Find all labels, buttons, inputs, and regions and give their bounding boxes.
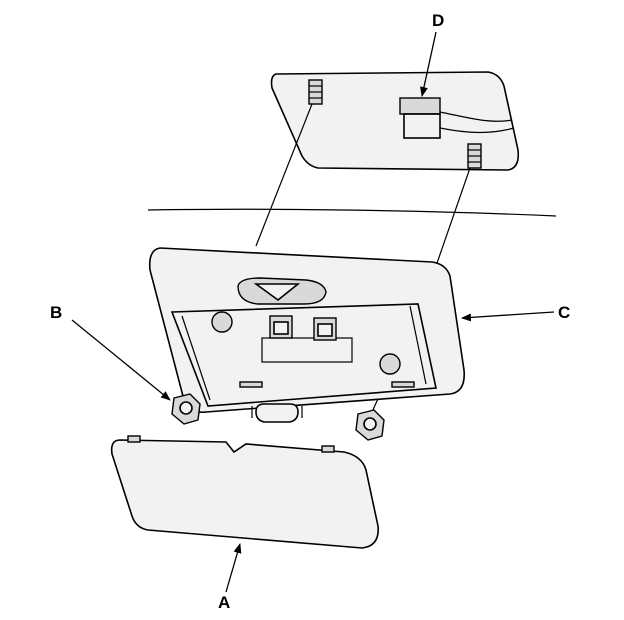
- screw-hole-left: [211, 311, 233, 333]
- terminal-right: [313, 317, 337, 341]
- callout-label-d: D: [432, 11, 444, 30]
- roof-bracket-plate: [270, 71, 520, 171]
- nut-b: [171, 393, 201, 425]
- callout-label-b: B: [50, 303, 62, 322]
- leader-b: [71, 319, 171, 401]
- leader-c: [461, 311, 555, 322]
- leader-a: [225, 543, 242, 593]
- light-housing-c: [148, 247, 466, 414]
- guide-line-left: [255, 103, 313, 247]
- stud-left: [308, 79, 323, 105]
- connector-d: [399, 97, 515, 139]
- guide-line-right: [435, 167, 471, 267]
- terminal-left: [269, 315, 293, 339]
- bulb-socket-box: [261, 337, 353, 363]
- lens-a: [110, 435, 379, 549]
- bulb: [251, 403, 303, 423]
- headliner-edge-line: [147, 208, 557, 217]
- stud-right: [467, 143, 482, 169]
- callout-label-a: A: [218, 593, 230, 612]
- nut-right: [355, 409, 385, 441]
- callout-label-c: C: [558, 303, 570, 322]
- leader-d: [420, 31, 437, 97]
- screw-hole-right: [379, 353, 401, 375]
